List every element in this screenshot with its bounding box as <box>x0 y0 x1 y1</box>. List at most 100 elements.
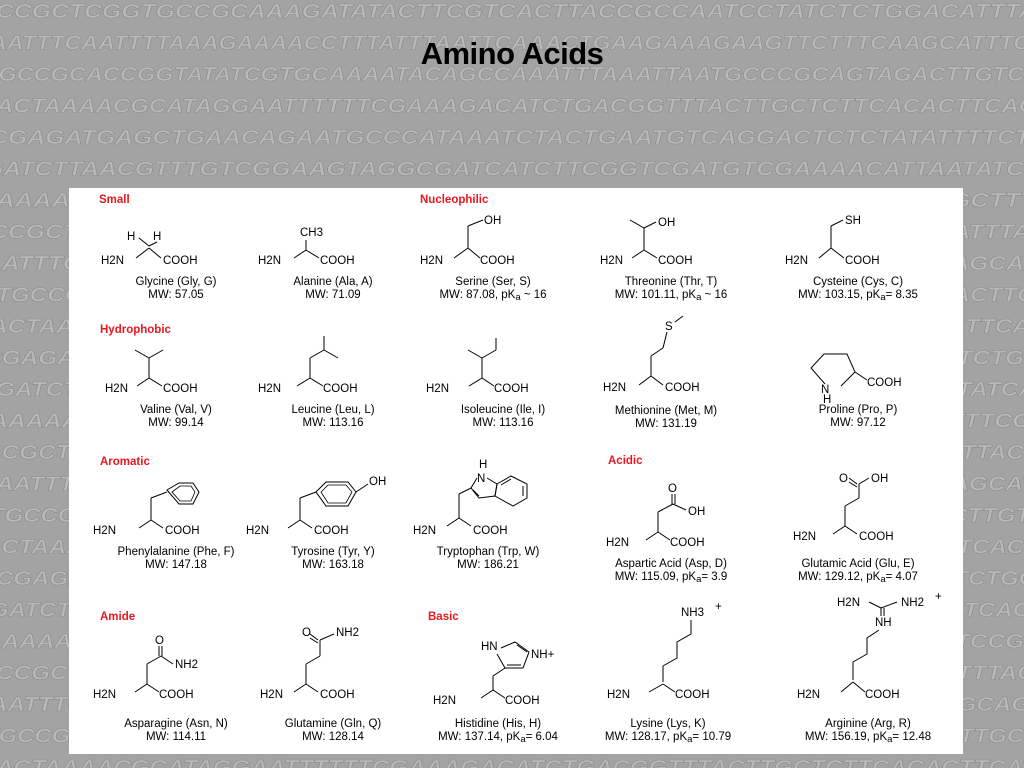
glycine-h-right: H <box>153 231 161 243</box>
aspartic-mw-line: MW: 115.09, pKa= 3.9 <box>572 571 770 585</box>
proline-nh-n: N <box>821 384 829 396</box>
amino-acid-threonine: OH H2N COOH Threonine (Thr, T) MW: 101.1… <box>582 212 760 332</box>
cysteine-mw-line: MW: 103.15, pKa= 8.35 <box>759 289 957 303</box>
tryptophan-h: H <box>479 459 487 471</box>
phenylalanine-mw: MW: 147.18 <box>145 559 207 571</box>
isoleucine-cooh: COOH <box>494 383 529 395</box>
serine-mw-line: MW: 87.08, pKa ~ 16 <box>394 289 592 303</box>
alanine-ch3: CH3 <box>300 227 323 239</box>
dna-line: CGAGATGAGCTGAACAGAATGCCCATAAATCTACTGAATG… <box>0 127 1024 149</box>
phenylalanine-h2n: H2N <box>93 525 116 537</box>
cysteine-name: Cysteine (Cys, C) <box>812 276 904 288</box>
arginine-nh: NH <box>875 617 892 629</box>
amino-acid-arginine: H2N NH2 + NH H2N COOH Arginine (Arg, R) … <box>779 591 957 745</box>
isoleucine-structure: H2N COOH <box>426 338 529 395</box>
phenylalanine-cooh: COOH <box>165 525 200 537</box>
dna-line: AATTTCAATTTTAAAGAAAACCTTTATTTAATTCAAACTG… <box>0 33 1024 55</box>
asparagine-cooh: COOH <box>159 689 194 701</box>
glycine-name: Glycine (Gly, G) <box>135 276 217 288</box>
serine-oh: OH <box>484 215 501 227</box>
glutamine-o: O <box>302 627 311 639</box>
amino-acid-proline: N H COOH Proline (Pro, P) MW: 97.12 <box>769 332 947 452</box>
amino-acid-histidine: HN NH+ H2N COOH Histidine (His, H) MW: 1… <box>409 628 587 748</box>
methionine-name: Methionine (Met, M) <box>614 405 718 417</box>
leucine-name: Leucine (Leu, L) <box>291 404 375 416</box>
serine-pka: ~ 16 <box>523 289 547 301</box>
phenylalanine-structure: H2N COOH <box>93 482 200 537</box>
category-basic: Basic <box>428 611 459 623</box>
arginine-structure: H2N NH2 + NH H2N COOH <box>797 591 942 701</box>
lysine-pka: = 10.79 <box>692 731 732 743</box>
methionine-structure: S H2N COOH <box>603 315 700 394</box>
tyrosine-name: Tyrosine (Tyr, Y) <box>291 546 375 558</box>
asparagine-o: O <box>155 635 164 647</box>
dna-line: ACTAAAACGCATAGGAATTTTTTCGAAAGACATCTGACGG… <box>0 757 1024 768</box>
histidine-structure: HN NH+ H2N COOH <box>433 641 555 707</box>
tyrosine-cooh: COOH <box>314 525 349 537</box>
phenylalanine-name: Phenylalanine (Phe, F) <box>117 546 235 558</box>
lysine-plus: + <box>715 601 722 613</box>
threonine-pka: ~ 16 <box>704 289 728 301</box>
threonine-oh: OH <box>658 217 675 229</box>
cysteine-mw: MW: 103.15, pK <box>798 289 881 301</box>
valine-structure: H2N COOH <box>105 349 198 395</box>
glutamic-mw: MW: 129.12, pK <box>798 571 881 583</box>
arginine-mw-line: MW: 156.19, pKa= 12.48 <box>769 731 967 745</box>
tryptophan-structure: H N H2N COOH <box>413 459 528 537</box>
tyrosine-structure: OH H2N COOH <box>246 476 386 537</box>
alanine-mw: MW: 71.09 <box>305 289 361 301</box>
aspartic-oh: OH <box>688 506 705 518</box>
amino-acid-leucine: H2N COOH Leucine (Leu, L) MW: 113.16 <box>244 332 422 452</box>
leucine-cooh: COOH <box>323 383 358 395</box>
glutamic-o: O <box>839 473 848 485</box>
amino-acid-glutamic-acid: O OH H2N COOH Glutamic Acid (Glu, E) MW:… <box>769 464 947 585</box>
isoleucine-name: Isoleucine (Ile, I) <box>460 404 546 416</box>
alanine-structure: CH3 H2N COOH <box>258 227 355 267</box>
amino-acid-valine: H2N COOH Valine (Val, V) MW: 99.14 <box>87 340 265 460</box>
methionine-cooh: COOH <box>665 382 700 394</box>
tryptophan-name: Tryptophan (Trp, W) <box>436 546 540 558</box>
amino-acid-methionine: S H2N COOH Methionine (Met, M) MW: 131.1… <box>577 315 755 438</box>
histidine-pka: = 6.04 <box>525 731 558 743</box>
cysteine-sh: SH <box>845 215 861 227</box>
tyrosine-oh: OH <box>369 476 386 488</box>
tryptophan-h2n: H2N <box>413 525 436 537</box>
histidine-nhplus: NH+ <box>531 649 555 661</box>
histidine-name: Histidine (His, H) <box>454 718 542 730</box>
glycine-mw: MW: 57.05 <box>148 289 204 301</box>
lysine-h2n: H2N <box>607 689 630 701</box>
threonine-pka-sub: a <box>696 292 702 303</box>
glutamic-pka-sub: a <box>880 574 886 585</box>
glutamine-cooh: COOH <box>320 689 355 701</box>
asparagine-name: Asparagine (Asn, N) <box>124 718 228 730</box>
glycine-h-left: H <box>127 231 135 243</box>
lysine-nh3: NH3 <box>681 607 704 619</box>
cysteine-h2n: H2N <box>785 255 808 267</box>
glutamic-mw-line: MW: 129.12, pKa= 4.07 <box>759 571 957 585</box>
methionine-h2n: H2N <box>603 382 626 394</box>
tryptophan-mw: MW: 186.21 <box>457 559 519 571</box>
slide-title: Amino Acids <box>420 36 604 71</box>
glycine-cooh: COOH <box>163 255 198 267</box>
arginine-name: Arginine (Arg, R) <box>825 718 911 730</box>
asparagine-h2n: H2N <box>93 689 116 701</box>
serine-cooh: COOH <box>480 255 515 267</box>
arginine-pka-sub: a <box>887 734 893 745</box>
threonine-mw: MW: 101.11, pK <box>614 289 697 301</box>
tryptophan-cooh: COOH <box>473 525 508 537</box>
serine-name: Serine (Ser, S) <box>455 276 531 288</box>
threonine-h2n: H2N <box>600 255 623 267</box>
isoleucine-h2n: H2N <box>426 383 449 395</box>
methionine-mw: MW: 131.19 <box>635 418 697 430</box>
cysteine-cooh: COOH <box>845 255 880 267</box>
glutamic-h2n: H2N <box>793 531 816 543</box>
leucine-structure: H2N COOH <box>258 336 358 395</box>
serine-pka-sub: a <box>515 292 521 303</box>
tryptophan-n: N <box>477 473 485 485</box>
cysteine-structure: SH H2N COOH <box>785 215 880 267</box>
arginine-nh2: NH2 <box>901 597 924 609</box>
category-nucleophilic: Nucleophilic <box>420 194 489 206</box>
glutamic-name: Glutamic Acid (Glu, E) <box>801 558 915 570</box>
amino-acid-aspartic-acid: O OH H2N COOH Aspartic Acid (Asp, D) MW:… <box>582 472 760 592</box>
aspartic-name: Aspartic Acid (Asp, D) <box>615 558 727 570</box>
